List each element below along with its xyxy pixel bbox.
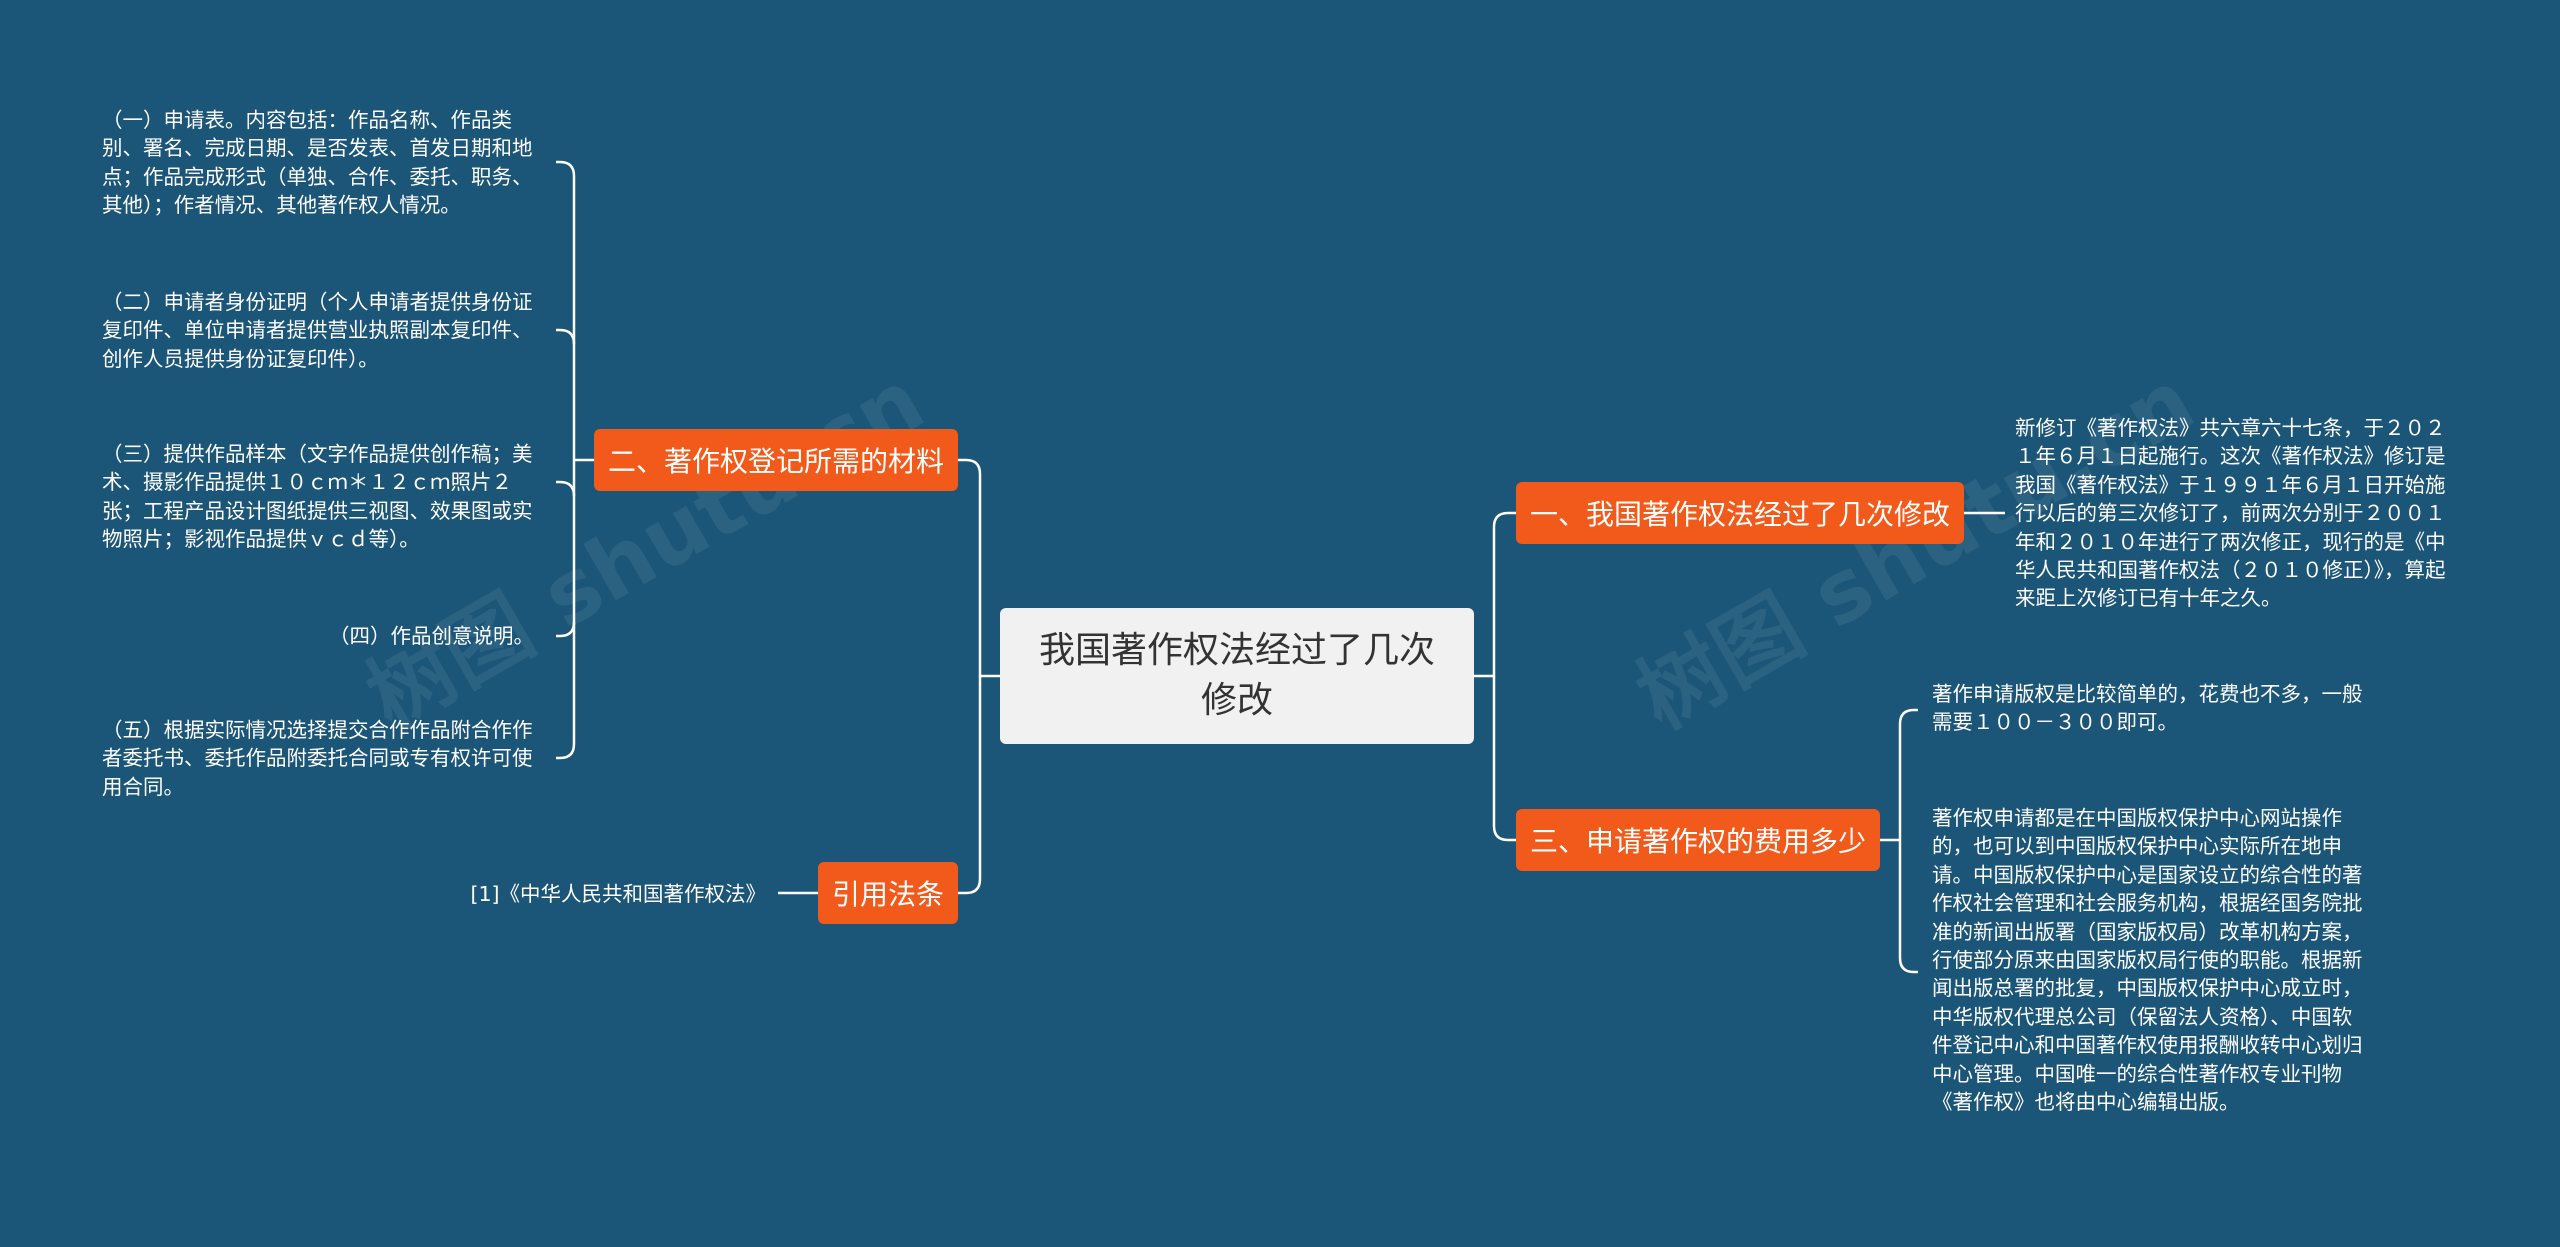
leaf-cited-law: [1]《中华人民共和国著作权法》	[470, 882, 766, 906]
leaf-supplementary-docs: （五）根据实际情况选择提交合作作品附合作作者委托书、委托作品附委托合同或专有权许…	[102, 718, 533, 799]
branch-application-fee[interactable]: 三、申请著作权的费用多少	[1516, 809, 1880, 871]
leaf-fee-detail: 著作权申请都是在中国版权保护中心网站操作的，也可以到中国版权保护中心实际所在地申…	[1932, 806, 2363, 1115]
branch-revision-history[interactable]: 一、我国著作权法经过了几次修改	[1516, 482, 1964, 544]
leaf-revision-detail: 新修订《著作权法》共六章六十七条，于２０２１年６月１日起施行。这次《著作权法》修…	[2015, 416, 2446, 611]
leaf-application-form: （一）申请表。内容包括：作品名称、作品类别、署名、完成日期、是否发表、首发日期和…	[102, 108, 533, 218]
leaf-work-sample: （三）提供作品样本（文字作品提供创作稿；美术、摄影作品提供１０ｃｍ＊１２ｃｍ照片…	[102, 442, 533, 552]
leaf-fee-summary: 著作申请版权是比较简单的，花费也不多，一般需要１００－３００即可。	[1932, 682, 2363, 735]
branch-cited-law[interactable]: 引用法条	[818, 862, 958, 924]
leaf-identity-proof: （二）申请者身份证明（个人申请者提供身份证复印件、单位申请者提供营业执照副本复印…	[102, 290, 533, 371]
leaf-creative-statement: （四）作品创意说明。	[329, 624, 534, 648]
branch-registration-materials[interactable]: 二、著作权登记所需的材料	[594, 429, 958, 491]
root-topic[interactable]: 我国著作权法经过了几次修改	[1000, 608, 1474, 744]
